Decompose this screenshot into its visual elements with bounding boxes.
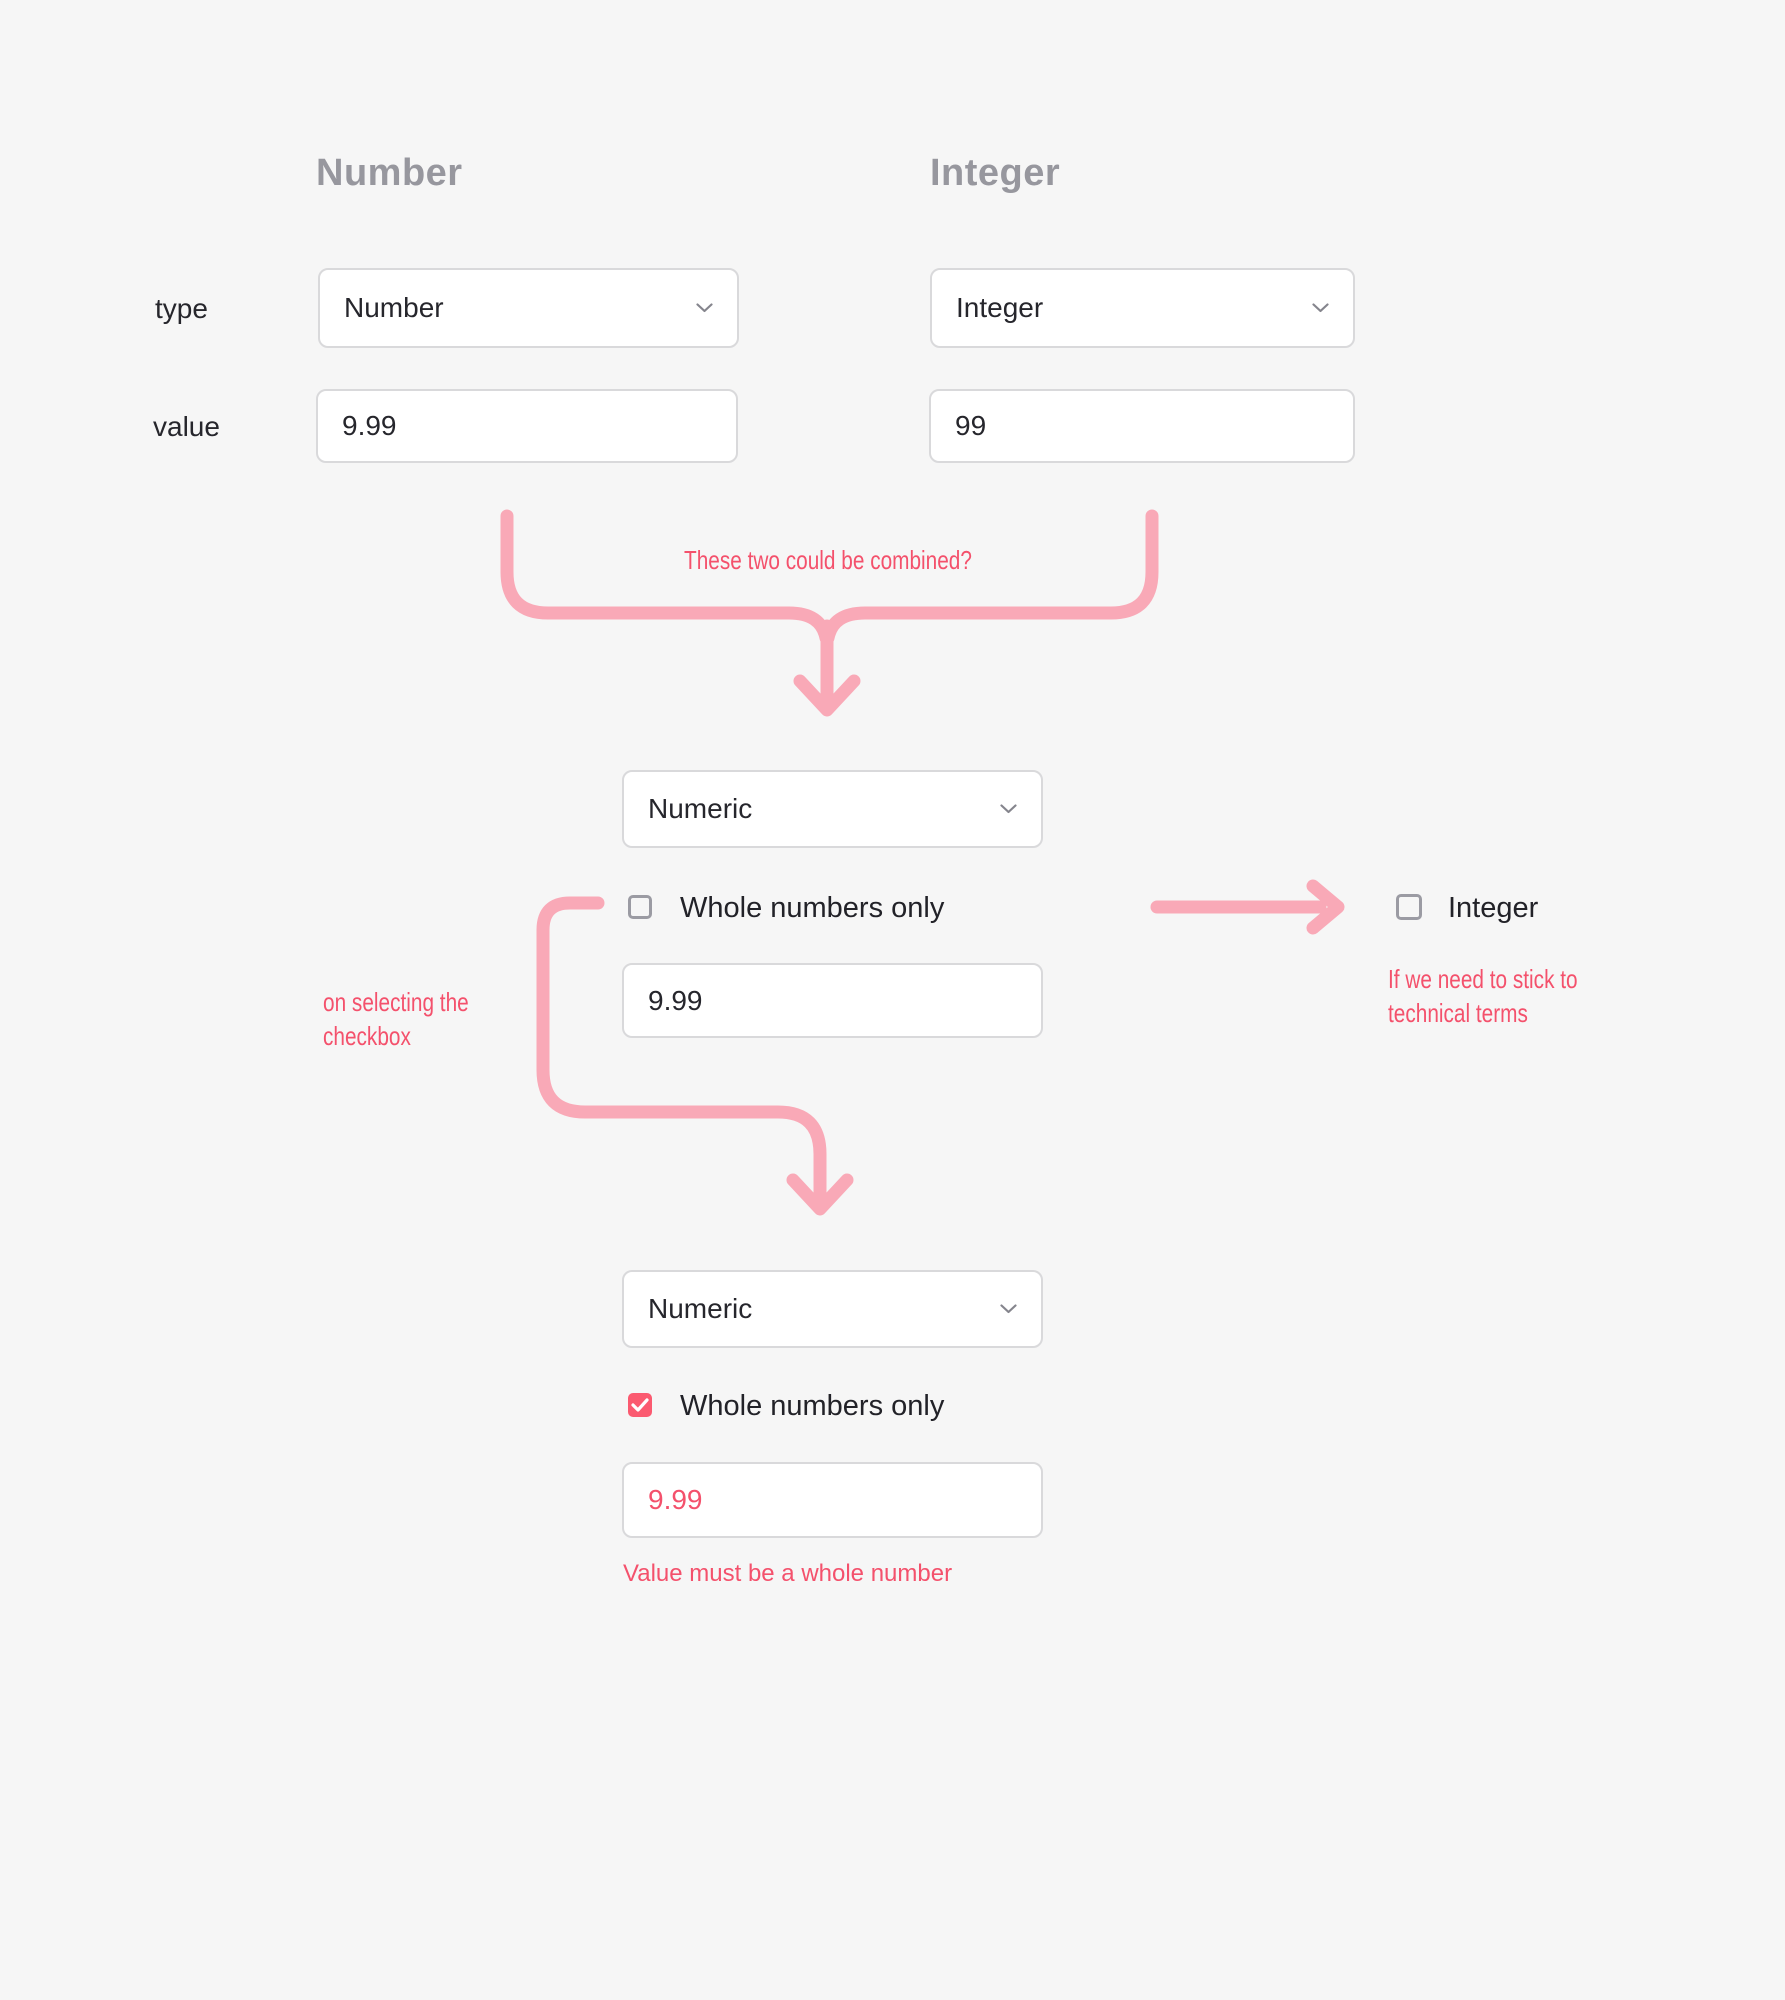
numeric-dropdown-merged[interactable]: Numeric [622, 770, 1043, 848]
column-heading-number: Number [316, 152, 463, 194]
type-dropdown-integer-value: Integer [956, 292, 1044, 323]
numeric-dropdown-merged-value: Numeric [648, 793, 753, 824]
value-input-number[interactable] [316, 389, 738, 463]
bracket-arrowhead [793, 674, 861, 717]
whole-numbers-checkbox-label: Whole numbers only [680, 892, 945, 924]
select-curve-arrowhead [786, 1173, 854, 1216]
chevron-down-icon [1000, 804, 1017, 814]
type-dropdown-number[interactable]: Number [318, 268, 739, 348]
chevron-down-icon [1000, 1304, 1017, 1314]
check-icon [631, 1398, 649, 1412]
annotation-technical-line2: technical terms [1388, 998, 1528, 1028]
merged-value-input[interactable] [622, 963, 1043, 1038]
row-label-type: type [155, 293, 208, 324]
bracket-left-arm [500, 509, 833, 645]
bracket-right-arm [821, 509, 1159, 645]
integer-checkbox-label: Integer [1448, 892, 1539, 924]
value-input-integer[interactable] [929, 389, 1355, 463]
right-arrow-head [1306, 879, 1345, 935]
validation-error-message: Value must be a whole number [623, 1560, 953, 1587]
column-heading-integer: Integer [930, 152, 1061, 194]
integer-checkbox-unchecked[interactable] [1396, 894, 1422, 920]
whole-numbers-checkbox-label: Whole numbers only [680, 1390, 945, 1422]
type-dropdown-integer[interactable]: Integer [930, 268, 1355, 348]
error-value-input[interactable] [622, 1462, 1043, 1538]
chevron-down-icon [1312, 303, 1329, 313]
annotation-technical-terms: If we need to stick to technical terms [1388, 962, 1578, 1030]
annotation-on-selecting-line1: on selecting the [323, 987, 469, 1017]
row-label-value: value [153, 411, 220, 442]
whole-numbers-checkbox-checked[interactable] [628, 1393, 652, 1417]
select-curve [536, 896, 827, 1201]
numeric-dropdown-error-state[interactable]: Numeric [622, 1270, 1043, 1348]
type-dropdown-number-value: Number [344, 292, 444, 323]
annotation-combined: These two could be combined? [684, 545, 972, 575]
annotation-on-selecting-line2: checkbox [323, 1021, 411, 1051]
annotation-technical-line1: If we need to stick to [1388, 964, 1578, 994]
whole-numbers-checkbox-unchecked[interactable] [628, 895, 652, 919]
annotation-on-selecting: on selecting the checkbox [323, 985, 469, 1053]
numeric-dropdown-error-state-value: Numeric [648, 1293, 753, 1324]
chevron-down-icon [696, 303, 713, 313]
